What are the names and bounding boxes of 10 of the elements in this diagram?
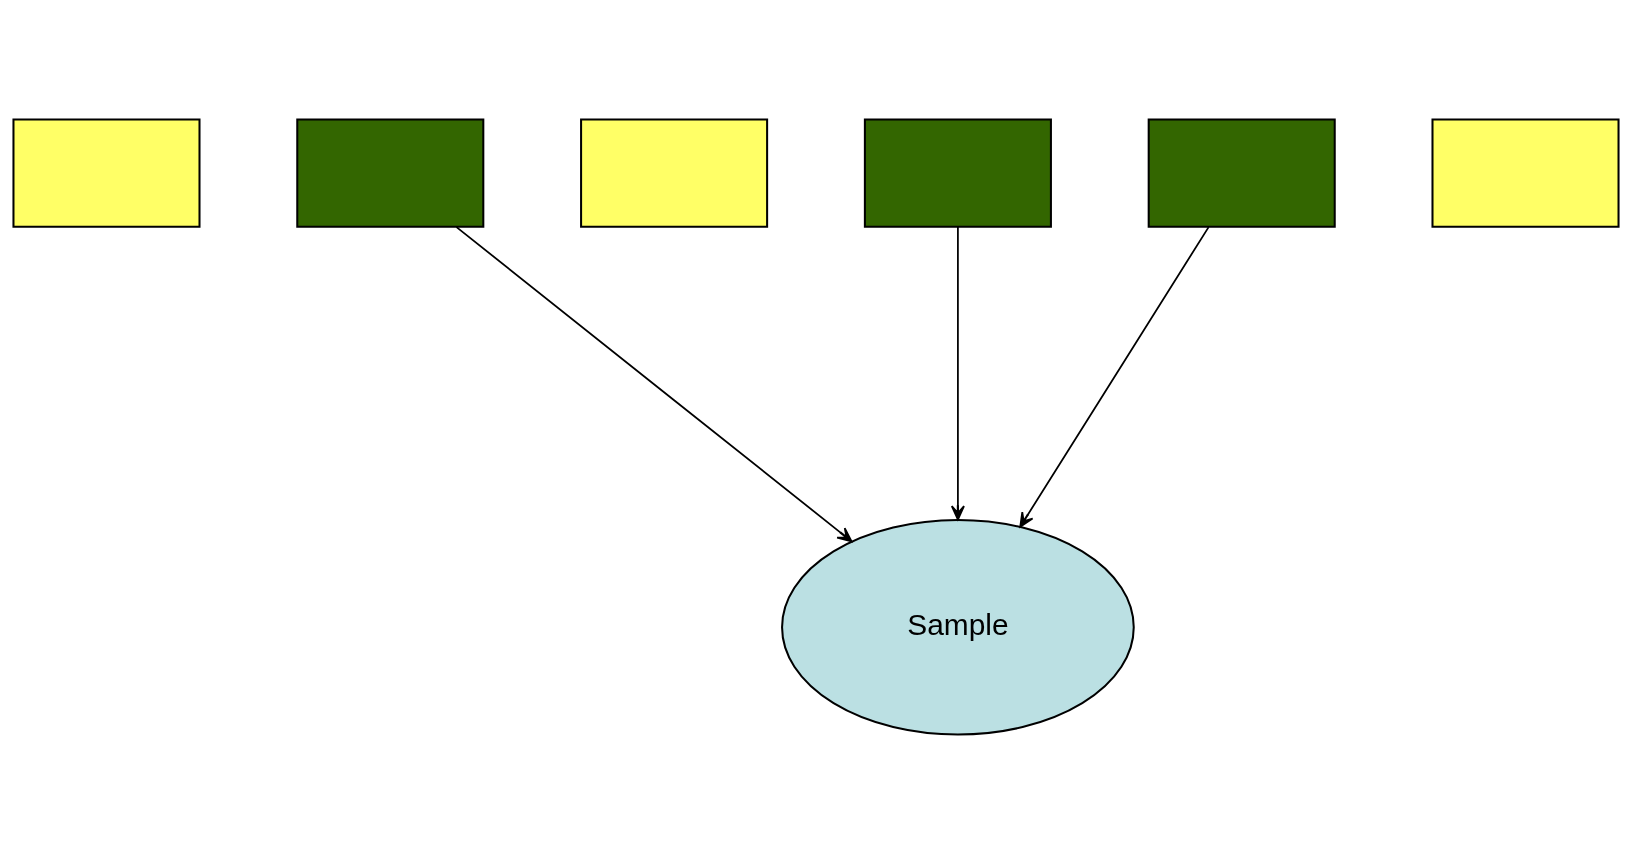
arrow (455, 226, 853, 543)
node-box (1147, 118, 1336, 228)
node-box (580, 118, 769, 228)
arrow (1019, 226, 1210, 528)
node-ellipse: Sample (781, 519, 1135, 736)
node-box (1431, 118, 1620, 228)
node-box (12, 118, 201, 228)
node-box (863, 118, 1052, 228)
arrow (950, 226, 965, 521)
node-box (296, 118, 485, 228)
